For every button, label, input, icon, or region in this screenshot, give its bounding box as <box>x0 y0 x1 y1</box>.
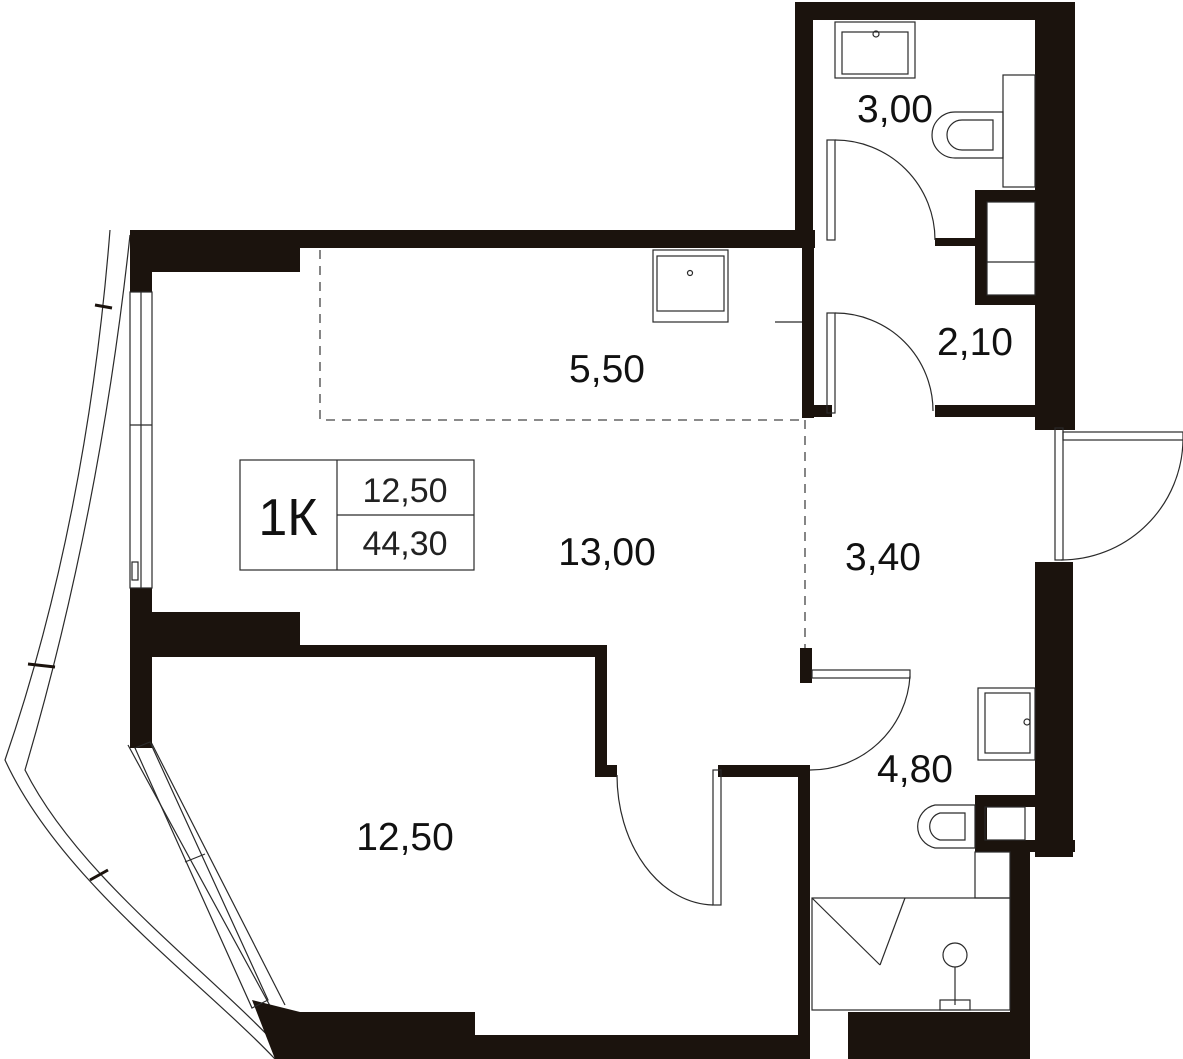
total-area-value: 44,30 <box>362 525 447 563</box>
area-bedroom: 12,50 <box>356 816 454 859</box>
doors <box>616 139 1183 906</box>
area-living-room: 13,00 <box>558 531 656 574</box>
area-bathroom-top: 3,00 <box>857 88 933 131</box>
fixtures <box>652 21 1036 1011</box>
area-kitchen: 5,50 <box>569 348 645 391</box>
area-wardrobe: 2,10 <box>937 321 1013 364</box>
area-bathroom-bottom: 4,80 <box>877 748 953 791</box>
windows <box>129 291 269 1009</box>
apartment-type: 1К <box>258 489 317 547</box>
area-hall: 3,40 <box>845 536 921 579</box>
room-labels: 3,00 2,10 5,50 13,00 3,40 4,80 12,50 <box>356 88 1013 859</box>
apartment-badge: 1К 12,50 44,30 <box>239 459 475 571</box>
facade-lines <box>4 229 291 1059</box>
zone-boundaries <box>319 250 806 648</box>
living-area-value: 12,50 <box>362 472 447 510</box>
walls <box>130 2 1075 1059</box>
